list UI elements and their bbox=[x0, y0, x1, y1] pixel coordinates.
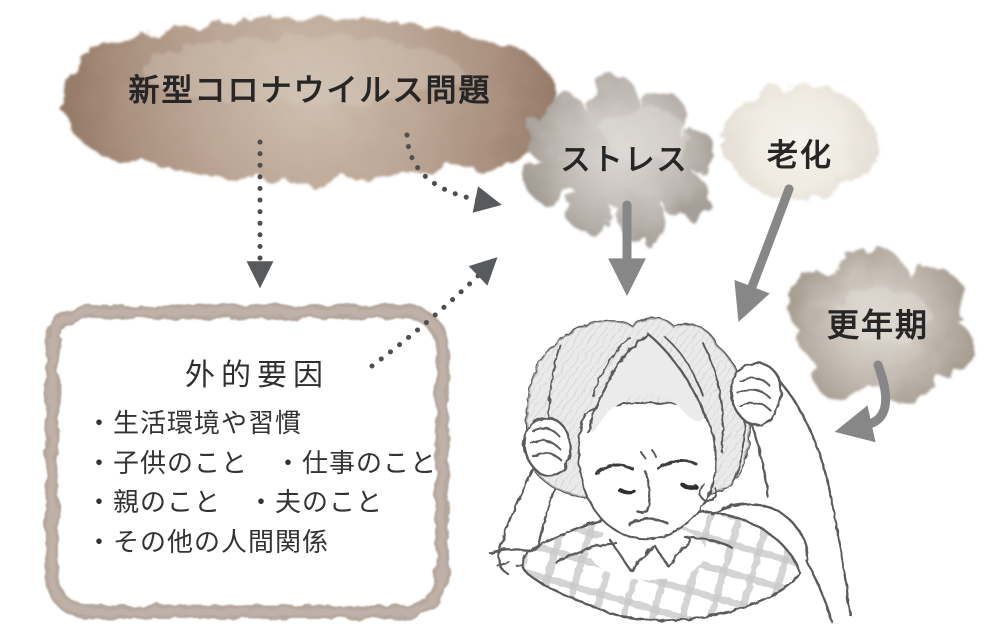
arrow-menopause-to-woman bbox=[834, 360, 891, 443]
covid-blob bbox=[63, 17, 558, 181]
external-factors-box bbox=[45, 305, 449, 619]
stress-label: ストレス bbox=[560, 144, 689, 177]
menopause-cloud bbox=[785, 247, 974, 404]
woman-left-eyebrow bbox=[595, 463, 635, 476]
arrow-aging-to-woman bbox=[734, 184, 794, 322]
list-item: ・生活環境や習慣 bbox=[86, 409, 303, 438]
woman-nose bbox=[636, 469, 651, 515]
arrows bbox=[246, 132, 891, 443]
woman-mouth-frown bbox=[627, 517, 669, 526]
woman-left-eye bbox=[617, 487, 637, 495]
woman-shoulder-right bbox=[684, 536, 734, 550]
list-item: ・子供のこと ・仕事のこと bbox=[86, 448, 438, 478]
woman-collar bbox=[608, 538, 692, 573]
woman-right-eyebrow bbox=[657, 458, 698, 471]
stress-cloud bbox=[525, 76, 716, 242]
arrow-box-to-stress bbox=[369, 257, 498, 369]
woman-face bbox=[577, 332, 717, 541]
aging-oval bbox=[725, 84, 875, 200]
arrow-covid-to-stress bbox=[404, 132, 502, 213]
external-factors-title: 外的要因 bbox=[185, 359, 329, 392]
woman-sleeve bbox=[710, 502, 809, 563]
list-item: ・親のこと ・夫のこと bbox=[86, 488, 384, 517]
woman-left-hand bbox=[523, 416, 572, 478]
covid-label: 新型コロナウイルス問題 bbox=[128, 73, 492, 108]
woman-brow-furrow bbox=[640, 449, 657, 460]
aging-label: 老化 bbox=[767, 138, 833, 173]
external-factors-list: ・生活環境や習慣 ・子供のこと ・仕事のこと ・親のこと ・夫のこと ・その他の… bbox=[86, 404, 437, 562]
woman-right-arm bbox=[748, 372, 852, 624]
external-factors-box-border-highlight bbox=[48, 308, 446, 616]
woman-ear bbox=[698, 483, 717, 502]
woman-bangs bbox=[588, 334, 706, 433]
woman-right-hand bbox=[730, 361, 783, 427]
woman-right-eye bbox=[680, 482, 699, 490]
list-item: ・その他の人間関係 bbox=[86, 527, 330, 557]
menopause-label: 更年期 bbox=[826, 307, 929, 343]
woman-illustration bbox=[488, 316, 852, 624]
